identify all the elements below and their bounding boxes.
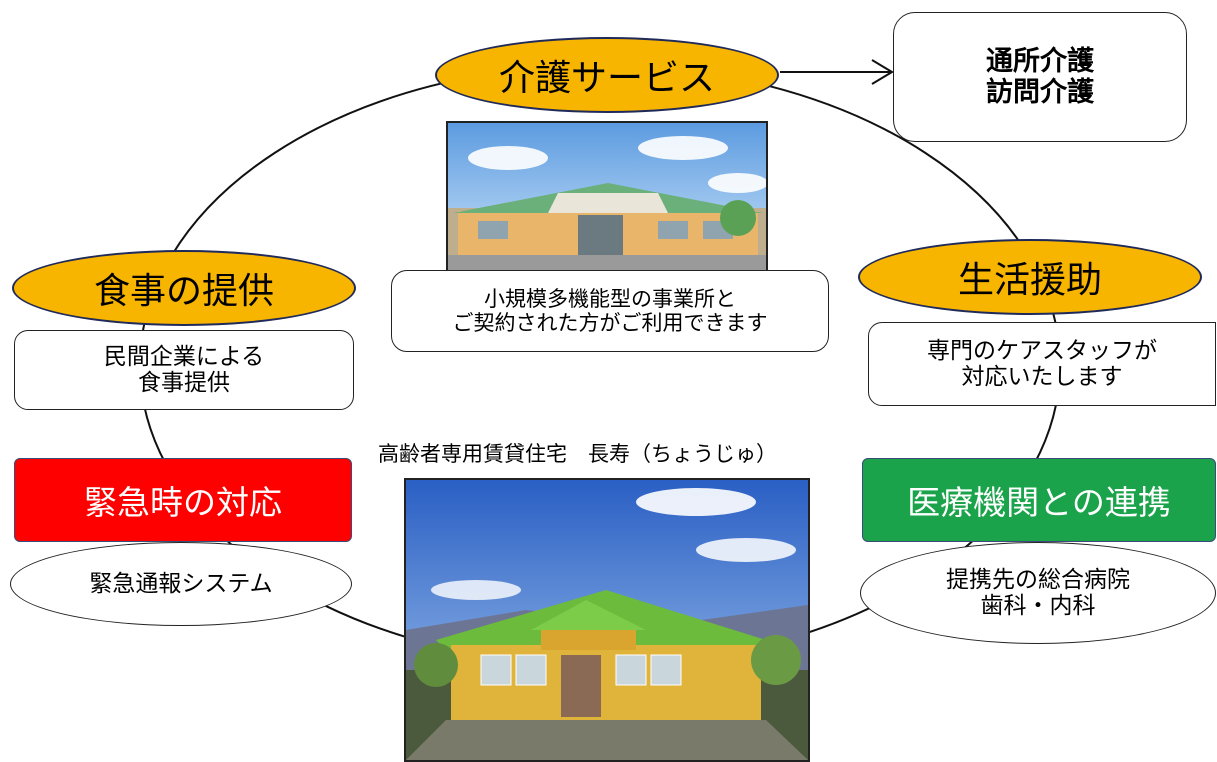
meal-service-box: 民間企業による 食事提供: [14, 330, 354, 410]
facility-caption-line-1: 小規模多機能型の事業所と: [484, 286, 736, 311]
medical-detail-line-1: 提携先の総合病院: [946, 566, 1130, 593]
facility-photo: [446, 121, 768, 273]
life-support-line-2: 対応いたします: [961, 364, 1123, 390]
life-support-line-1: 専門のケアスタッフが: [927, 337, 1157, 364]
building-illustration: [406, 480, 808, 760]
service-types-box: 通所介護 訪問介護: [893, 12, 1187, 142]
care-service-title: 介護サービス: [435, 37, 779, 113]
medical-detail-line-2: 歯科・内科: [980, 593, 1096, 619]
medical-detail: 提携先の総合病院 歯科・内科: [860, 542, 1216, 644]
building-rendering: [404, 478, 810, 762]
building-caption: 高齢者専用賃貸住宅 長寿（ちょうじゅ）: [378, 442, 777, 466]
facility-illustration: [448, 123, 766, 271]
medical-title: 医療機関との連携: [862, 458, 1216, 542]
life-support-title: 生活援助: [858, 239, 1202, 315]
service-type-1: 通所介護: [986, 45, 1094, 77]
service-type-2: 訪問介護: [986, 77, 1094, 108]
meal-service-line-1: 民間企業による: [103, 343, 265, 370]
life-support-box: 専門のケアスタッフが 対応いたします: [868, 322, 1216, 406]
emergency-detail: 緊急通報システム: [10, 542, 352, 626]
meal-service-title: 食事の提供: [12, 250, 356, 326]
meal-service-line-2: 食事提供: [138, 370, 230, 396]
arrow-head: [871, 59, 894, 85]
facility-caption-line-2: ご契約された方がご利用できます: [452, 311, 768, 335]
emergency-title: 緊急時の対応: [14, 458, 352, 542]
facility-caption-box: 小規模多機能型の事業所と ご契約された方がご利用できます: [391, 270, 829, 352]
